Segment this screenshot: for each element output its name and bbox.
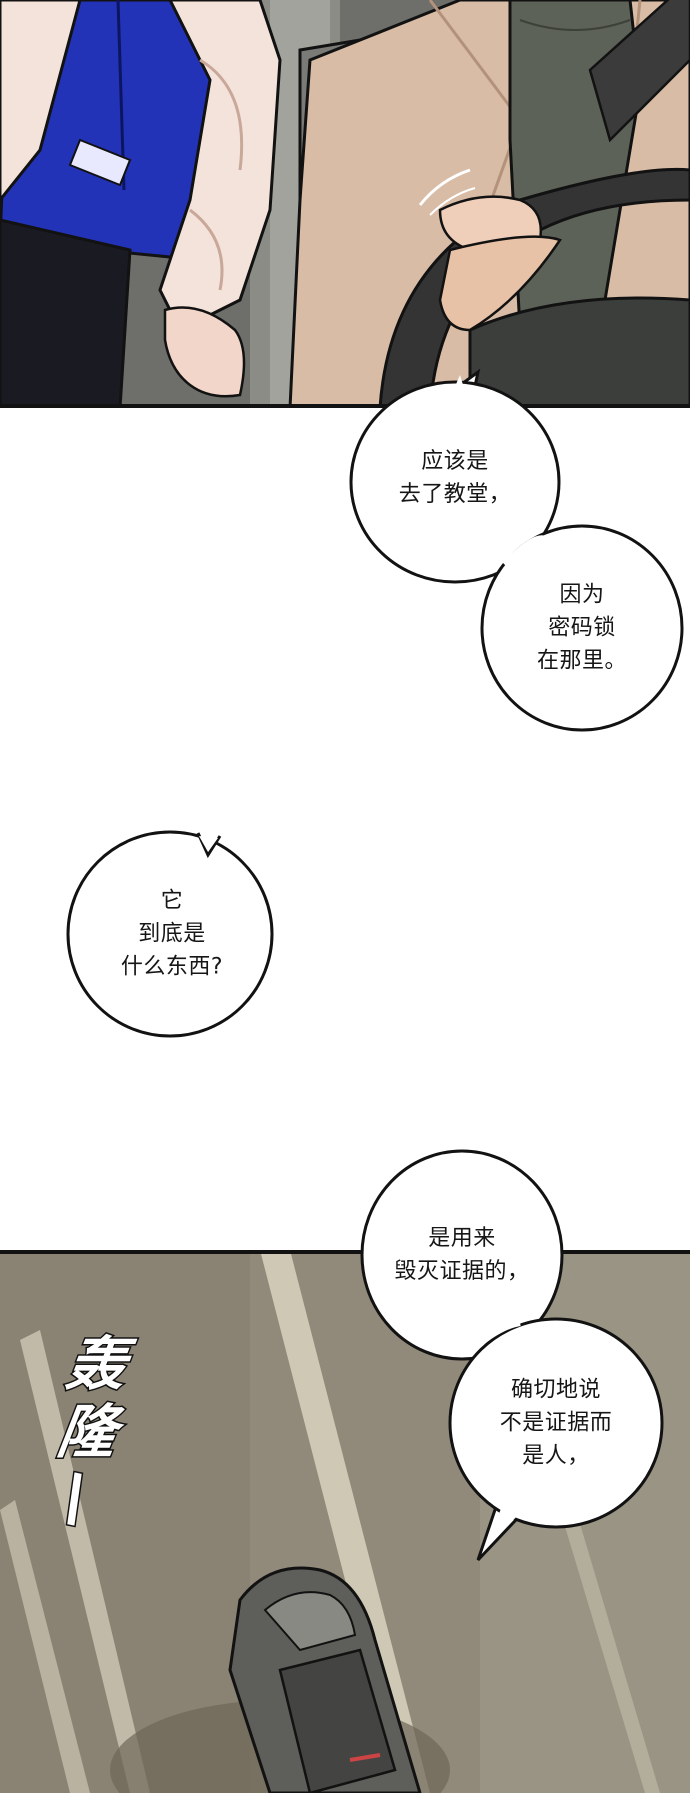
bubble-text-5: 确切地说 不是证据而 是人， [500, 1374, 613, 1473]
bubble-4-line-2: 毁灭证据的， [394, 1259, 530, 1284]
sfx-char-1: 轰 [61, 1329, 132, 1400]
bubble-3-line-1: 它 [160, 888, 184, 914]
bubble-2-line-2: 密码锁 [548, 615, 616, 641]
car-interior-illustration [0, 0, 690, 408]
panel-top-border [0, 404, 690, 408]
sfx-char-3: — [39, 1470, 118, 1531]
bubble-text-3: 它 到底是 什么东西? [121, 885, 223, 984]
bubble-text-4: 是用来 毁灭证据的， [394, 1222, 529, 1288]
sfx-char-2: 隆 [52, 1397, 123, 1468]
bubble-text-1: 应该是 去了教堂， [399, 445, 512, 511]
bubble-3-line-2: 到底是 [138, 921, 206, 947]
panel-car-interior [0, 0, 690, 408]
bubble-5-line-1: 确切地说 [510, 1377, 602, 1403]
bubble-3-line-3: 什么东西? [120, 954, 224, 980]
bubble-5-line-3: 是人， [522, 1443, 590, 1469]
bubble-2-line-3: 在那里。 [536, 648, 628, 674]
bubble-2-line-1: 因为 [559, 582, 605, 608]
bubble-5-line-2: 不是证据而 [499, 1410, 613, 1436]
bubble-4-line-1: 是用来 [428, 1226, 496, 1251]
bubble-1-line-1: 应该是 [421, 449, 489, 474]
panel-bottom-border [0, 1250, 690, 1254]
bubble-1-line-2: 去了教堂， [398, 482, 512, 507]
bubble-text-2: 因为 密码锁 在那里。 [537, 579, 627, 678]
